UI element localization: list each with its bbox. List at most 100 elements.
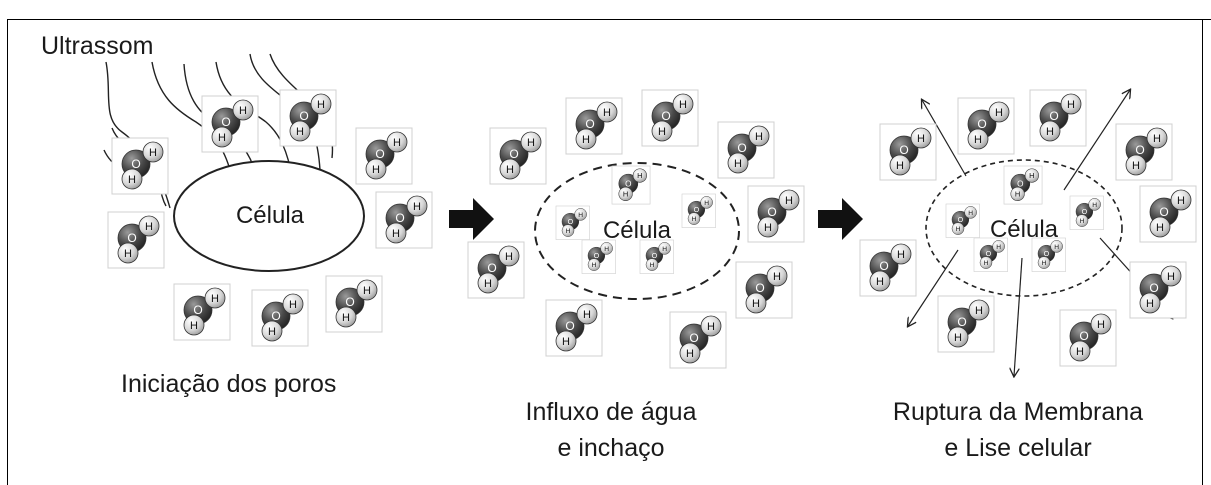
water-molecule: OHH [566, 98, 622, 154]
water-molecule: OHH [326, 276, 382, 332]
hydrogen-atom-label: H [658, 126, 666, 138]
hydrogen-atom-label: H [764, 222, 772, 234]
stage-1-caption: Iniciação dos poros [121, 366, 336, 402]
hydrogen-atom-label: H [505, 251, 513, 263]
water-molecule: OHH [490, 128, 546, 184]
hydrogen-atom-label: H [773, 271, 781, 283]
hydrogen-atom-label: H [218, 132, 226, 144]
hydrogen-atom-label: H [752, 298, 760, 310]
stage-2-caption-line-2: e inchaço [557, 430, 664, 466]
hydrogen-atom-label: H [679, 99, 687, 111]
hydrogen-atom-label: H [686, 348, 694, 360]
water-molecule: OHH [280, 90, 336, 146]
hydrogen-atom-label: H [662, 246, 667, 253]
hydrogen-atom-label: H [190, 320, 198, 332]
water-molecule: OHH [682, 194, 716, 228]
water-molecule: OHH [860, 240, 916, 296]
water-molecule: OHH [612, 166, 650, 204]
water-molecule: OHH [252, 290, 308, 346]
water-molecule: OHH [946, 204, 980, 238]
hydrogen-atom-label: H [974, 134, 982, 146]
hydrogen-atom-label: H [372, 164, 380, 176]
water-molecule: OHH [582, 240, 616, 274]
hydrogen-atom-label: H [128, 174, 136, 186]
hydrogen-atom-label: H [1015, 190, 1020, 199]
hydrogen-atom-label: H [692, 216, 697, 223]
hydrogen-atom-label: H [876, 276, 884, 288]
hydrogen-atom-label: H [582, 134, 590, 146]
water-molecule: OHH [1116, 124, 1172, 180]
hydrogen-atom-label: H [578, 212, 583, 219]
water-molecule: OHH [938, 296, 994, 352]
water-molecule: OHH [546, 300, 602, 356]
water-molecule: OHH [1030, 90, 1086, 146]
hydrogen-atom-label: H [566, 228, 571, 235]
hydrogen-atom-label: H [506, 164, 514, 176]
water-molecule: OHH [468, 242, 524, 298]
ultrasound-label: Ultrassom [41, 28, 154, 64]
stage-arrow-1 [449, 198, 494, 240]
hydrogen-atom-label: H [995, 107, 1003, 119]
hydrogen-atom-label: H [289, 299, 297, 311]
water-molecule: OHH [1060, 310, 1116, 366]
water-molecule: OHH [880, 124, 936, 180]
hydrogen-atom-label: H [896, 160, 904, 172]
hydrogen-atom-label: H [1067, 99, 1075, 111]
hydrogen-atom-label: H [956, 226, 961, 233]
water-molecule: OHH [1070, 196, 1104, 230]
hydrogen-atom-label: H [734, 158, 742, 170]
hydrogen-atom-label: H [1046, 126, 1054, 138]
water-molecule: OHH [1140, 186, 1196, 242]
stage-arrow-2 [818, 198, 863, 240]
water-molecule: OHH [1130, 262, 1186, 318]
hydrogen-atom-label: H [1029, 171, 1034, 180]
water-molecule: OHH [642, 90, 698, 146]
cell-label-intact: Célula [236, 202, 305, 229]
hydrogen-atom-label: H [1097, 319, 1105, 331]
hydrogen-atom-label: H [363, 285, 371, 297]
rupture-arrow [1014, 258, 1022, 376]
hydrogen-atom-label: H [211, 293, 219, 305]
hydrogen-atom-label: H [975, 305, 983, 317]
hydrogen-atom-label: H [968, 210, 973, 217]
hydrogen-atom-label: H [392, 228, 400, 240]
hydrogen-atom-label: H [145, 221, 153, 233]
hydrogen-atom-label: H [124, 248, 132, 260]
water-molecule: OHH [748, 186, 804, 242]
hydrogen-atom-label: H [527, 137, 535, 149]
hydrogen-atom-label: H [996, 244, 1001, 251]
hydrogen-atom-label: H [296, 126, 304, 138]
hydrogen-atom-label: H [954, 332, 962, 344]
hydrogen-atom-label: H [342, 312, 350, 324]
hydrogen-atom-label: H [393, 137, 401, 149]
hydrogen-atom-label: H [917, 133, 925, 145]
water-molecule: OHH [376, 192, 432, 248]
water-molecule: OHH [112, 138, 168, 194]
hydrogen-atom-label: H [1042, 260, 1047, 267]
hydrogen-atom-label: H [1054, 244, 1059, 251]
hydrogen-atom-label: H [149, 147, 157, 159]
water-molecule: OHH [736, 262, 792, 318]
water-molecule: OHH [1032, 238, 1066, 272]
water-molecule: OHH [974, 238, 1008, 272]
hydrogen-atom-label: H [317, 99, 325, 111]
hydrogen-atom-label: H [413, 201, 421, 213]
hydrogen-atom-label: H [785, 195, 793, 207]
water-molecule: OHH [174, 284, 230, 340]
hydrogen-atom-label: H [1092, 202, 1097, 209]
hydrogen-atom-label: H [1132, 160, 1140, 172]
hydrogen-atom-label: H [603, 107, 611, 119]
water-molecule: OHH [1004, 166, 1042, 204]
hydrogen-atom-label: H [1177, 195, 1185, 207]
hydrogen-atom-label: H [484, 278, 492, 290]
hydrogen-atom-label: H [984, 260, 989, 267]
hydrogen-atom-label: H [650, 262, 655, 269]
hydrogen-atom-label: H [637, 171, 642, 180]
water-molecule: OHH [670, 312, 726, 368]
hydrogen-atom-label: H [239, 105, 247, 117]
water-molecule: OHH [556, 206, 590, 240]
hydrogen-atom-label: H [1076, 346, 1084, 358]
hydrogen-atom-label: H [1153, 133, 1161, 145]
hydrogen-atom-label: H [1080, 218, 1085, 225]
